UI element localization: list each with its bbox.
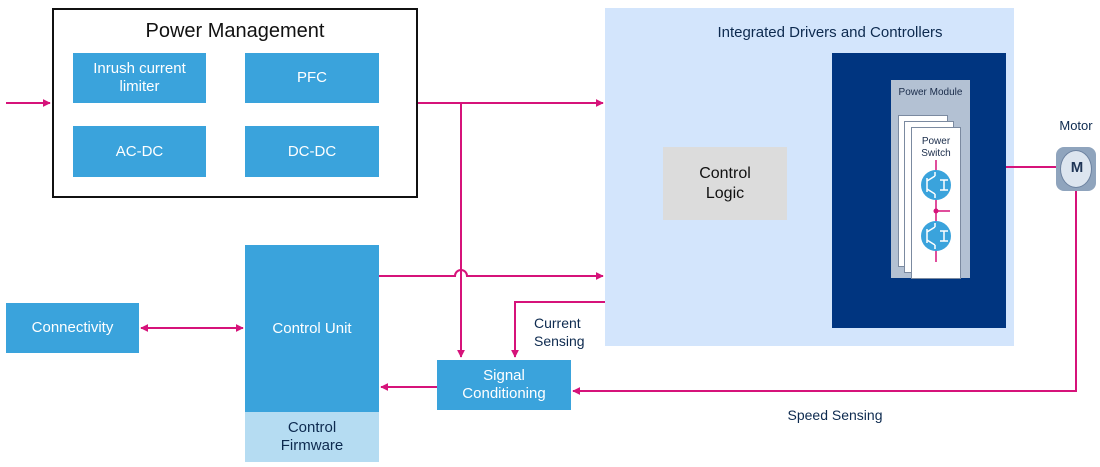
power-switch-symbols (921, 160, 951, 262)
dc-dc-block: DC-DC (245, 126, 379, 177)
transistor-top-icon (921, 170, 951, 200)
inrush-current-limiter-block: Inrush current limiter (73, 53, 206, 103)
control-firmware-block: Control Firmware (245, 412, 379, 462)
signal-conditioning-block: Signal Conditioning (437, 360, 571, 410)
power-switch-label: Power Switch (921, 136, 951, 159)
speed-sensing-label: Speed Sensing (787, 407, 883, 423)
control-unit-block: Control Unit (245, 245, 379, 412)
motor-label: Motor (1059, 118, 1093, 133)
connectivity-block: Connectivity (6, 303, 139, 353)
integrated-drivers-title: Integrated Drivers and Controllers (717, 24, 943, 41)
current-sensing-arrow (511, 301, 605, 358)
motor-symbol: M (1070, 159, 1084, 176)
motor-icon-face (1060, 150, 1092, 188)
speed-sensing-arrow (572, 191, 1077, 395)
control-logic-block: Control Logic (663, 147, 787, 220)
control-unit-to-drivers-arrow (379, 269, 604, 280)
power-module-label: Power Module (898, 87, 963, 98)
ac-dc-block: AC-DC (73, 126, 206, 177)
current-sensing-label: Current Sensing (534, 315, 585, 349)
power-management-frame: Power Management (52, 8, 418, 198)
transistor-bottom-icon (921, 221, 951, 251)
pfc-block: PFC (245, 53, 379, 103)
power-management-title: Power Management (145, 20, 325, 42)
